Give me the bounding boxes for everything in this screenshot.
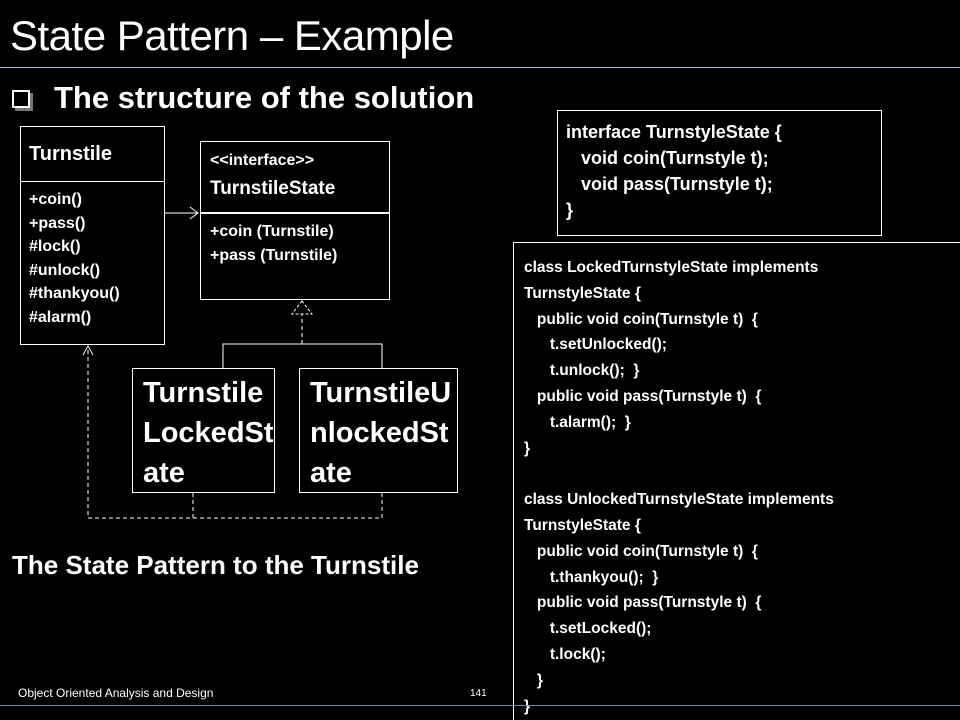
turnstile-method: +pass() <box>29 214 86 232</box>
slide-subtitle: The structure of the solution <box>12 80 474 116</box>
locked-state-class-box: Turnstile LockedSt ate <box>132 368 275 493</box>
turnstile-state-method: +pass (Turnstile) <box>210 246 338 264</box>
diagram-caption: The State Pattern to the Turnstile <box>12 550 419 580</box>
unlocked-state-name-line: nlockedSt <box>310 417 449 449</box>
dependency-line <box>193 493 383 519</box>
interface-stereotype: <<interface>> <box>210 152 315 169</box>
square-bullet-icon <box>12 90 30 108</box>
locked-state-name-line: Turnstile <box>143 377 264 409</box>
association-arrowhead <box>189 206 199 220</box>
turnstile-state-divider <box>201 212 389 214</box>
footer-text: Object Oriented Analysis and Design <box>18 686 214 700</box>
subtitle-text: The structure of the solution <box>54 80 475 115</box>
turnstile-method: +coin() <box>29 191 82 208</box>
turnstile-state-method-list: +coin (Turnstile) +pass (Turnstile) <box>210 220 337 267</box>
turnstile-method: #unlock() <box>29 261 101 279</box>
turnstile-state-name: TurnstileState <box>210 178 336 199</box>
turnstile-method: #lock() <box>29 238 81 255</box>
realization-bracket <box>222 343 383 368</box>
locked-state-name-line: ate <box>143 457 185 489</box>
turnstile-method: #thankyou() <box>29 285 120 302</box>
footer-rule <box>0 705 960 706</box>
turnstile-class-divider <box>21 181 164 182</box>
unlocked-state-name-line: TurnstileU <box>310 377 452 409</box>
realization-arrowhead <box>290 300 314 315</box>
turnstile-method-list: +coin() +pass() #lock() #unlock() #thank… <box>29 188 120 329</box>
dependency-line <box>87 350 194 519</box>
title-underline <box>0 67 960 68</box>
page-number: 141 <box>470 688 487 699</box>
interface-code-block: interface TurnstyleState { void coin(Tur… <box>557 110 882 236</box>
dependency-arrowhead <box>82 344 94 356</box>
classes-code-block: class LockedTurnstyleState implements Tu… <box>513 242 960 720</box>
locked-state-name-line: LockedSt <box>143 417 274 449</box>
slide-title: State Pattern – Example <box>10 12 454 59</box>
turnstile-method: #alarm() <box>29 308 92 326</box>
unlocked-state-name-line: ate <box>310 457 352 489</box>
turnstile-state-interface-box: <<interface>> TurnstileState +coin (Turn… <box>200 141 390 300</box>
turnstile-class-box: Turnstile +coin() +pass() #lock() #unloc… <box>20 126 165 345</box>
turnstile-state-method: +coin (Turnstile) <box>210 223 334 240</box>
unlocked-state-class-box: TurnstileU nlockedSt ate <box>299 368 458 493</box>
turnstile-class-name: Turnstile <box>29 143 112 165</box>
